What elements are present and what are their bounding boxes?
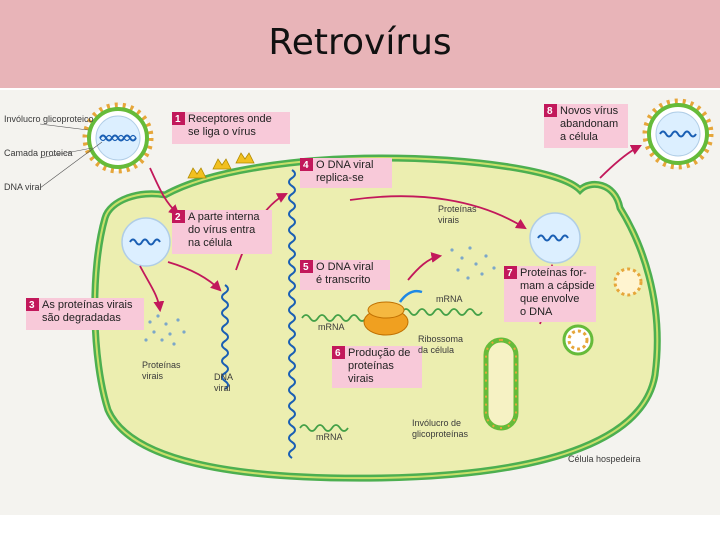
- svg-text:7: 7: [507, 268, 513, 279]
- step-1: 1 Receptores onde se liga o vírus: [172, 112, 290, 144]
- svg-text:abandonam: abandonam: [560, 118, 618, 130]
- budding-virus-icon: [562, 324, 594, 356]
- slide-title: Retrovírus: [268, 22, 452, 63]
- svg-text:Invólucro glicoproteico: Invólucro glicoproteico: [4, 114, 94, 124]
- svg-text:Ribossoma: Ribossoma: [418, 334, 463, 344]
- svg-text:Receptores onde: Receptores onde: [188, 113, 272, 125]
- glycoprotein-vesicle-icon: [483, 337, 519, 431]
- svg-text:é transcrito: é transcrito: [316, 274, 370, 286]
- legend-envelope: Invólucro glicoproteico: [4, 114, 94, 131]
- svg-text:Proteínas: Proteínas: [142, 360, 181, 370]
- step-6: 6 Produção de proteínas virais: [332, 346, 422, 388]
- svg-text:da célula: da célula: [418, 345, 454, 355]
- svg-text:glicoproteínas: glicoproteínas: [412, 429, 469, 439]
- label-host-cell: Célula hospedeira: [568, 454, 641, 464]
- legend-dna: DNA viral: [4, 141, 103, 192]
- svg-text:5: 5: [303, 262, 309, 273]
- svg-text:DNA viral: DNA viral: [4, 182, 42, 192]
- svg-text:Proteínas: Proteínas: [438, 204, 477, 214]
- svg-text:3: 3: [29, 300, 35, 311]
- svg-text:virais: virais: [438, 215, 460, 225]
- degraded-proteins-icon: [144, 314, 186, 346]
- svg-text:Produção de: Produção de: [348, 347, 410, 359]
- mrna-strand-icon: [299, 424, 349, 432]
- svg-text:Camada proteica: Camada proteica: [4, 148, 73, 158]
- diagram-svg: Invólucro glicoproteico Camada proteica …: [4, 98, 714, 482]
- svg-text:O DNA viral: O DNA viral: [316, 261, 373, 273]
- label-mrna-1: mRNA: [318, 322, 345, 332]
- svg-text:se liga o vírus: se liga o vírus: [188, 126, 256, 138]
- mrna-strand-icon: [301, 314, 367, 322]
- title-banner: Retrovírus: [0, 0, 720, 88]
- mrna-strand-icon: [401, 308, 483, 316]
- svg-text:A parte interna: A parte interna: [188, 211, 260, 223]
- svg-text:Invólucro de: Invólucro de: [412, 418, 461, 428]
- svg-text:viral: viral: [214, 383, 231, 393]
- released-virus-icon: [642, 98, 714, 170]
- step-7: 7 Proteínas for- mam a cápside que envol…: [504, 266, 596, 322]
- svg-text:do vírus entra: do vírus entra: [188, 224, 256, 236]
- label-ribosome: Ribossoma da célula: [418, 334, 463, 355]
- svg-text:na célula: na célula: [188, 237, 233, 249]
- svg-text:o DNA: o DNA: [520, 306, 553, 318]
- step-5: 5 O DNA viral é transcrito: [300, 260, 390, 290]
- svg-text:4: 4: [303, 160, 309, 171]
- svg-text:proteínas: proteínas: [348, 360, 394, 372]
- svg-text:8: 8: [547, 106, 553, 117]
- label-dna-left: DNA viral: [214, 372, 233, 393]
- legend-capsid: Camada proteica: [4, 147, 93, 159]
- svg-text:As proteínas virais: As proteínas virais: [42, 299, 133, 311]
- ribosome-icon: [363, 289, 423, 336]
- label-mrna-3: mRNA: [316, 432, 343, 442]
- svg-text:O DNA viral: O DNA viral: [316, 159, 373, 171]
- svg-text:2: 2: [175, 212, 181, 223]
- svg-text:a célula: a célula: [560, 131, 599, 143]
- entering-capsid-icon: [121, 217, 171, 267]
- receptor-icon: [187, 152, 255, 179]
- label-proteins-top: Proteínas virais: [438, 204, 477, 225]
- footer-strip: [0, 515, 720, 540]
- step-2: 2 A parte interna do vírus entra na célu…: [172, 210, 272, 254]
- replicating-dna-icon: [288, 169, 296, 459]
- svg-text:Novos vírus: Novos vírus: [560, 105, 619, 117]
- svg-text:virais: virais: [142, 371, 164, 381]
- svg-text:DNA: DNA: [214, 372, 233, 382]
- svg-text:são degradadas: são degradadas: [42, 312, 121, 324]
- label-mrna-2: mRNA: [436, 294, 463, 304]
- svg-text:Proteínas for-: Proteínas for-: [520, 267, 587, 279]
- virus-particle-icon: [82, 102, 154, 174]
- viral-proteins-icon: [450, 246, 496, 280]
- new-capsid-icon: [529, 212, 581, 264]
- svg-text:que envolve: que envolve: [520, 293, 579, 305]
- svg-text:virais: virais: [348, 373, 374, 385]
- viral-dna-left-icon: [221, 284, 229, 390]
- svg-text:replica-se: replica-se: [316, 172, 364, 184]
- step-8: 8 Novos vírus abandonam a célula: [544, 104, 628, 148]
- svg-text:mam a cápside: mam a cápside: [520, 280, 595, 292]
- step-3: 3 As proteínas virais são degradadas: [26, 298, 144, 330]
- svg-text:1: 1: [175, 114, 181, 125]
- membrane-virus-icon: [613, 267, 643, 297]
- svg-text:6: 6: [335, 348, 341, 359]
- step-4: 4 O DNA viral replica-se: [300, 158, 392, 188]
- retrovirus-diagram: Invólucro glicoproteico Camada proteica …: [0, 90, 720, 515]
- label-envelope-bottom: Invólucro de glicoproteínas: [412, 418, 469, 439]
- label-proteins-left: Proteínas virais: [142, 360, 181, 381]
